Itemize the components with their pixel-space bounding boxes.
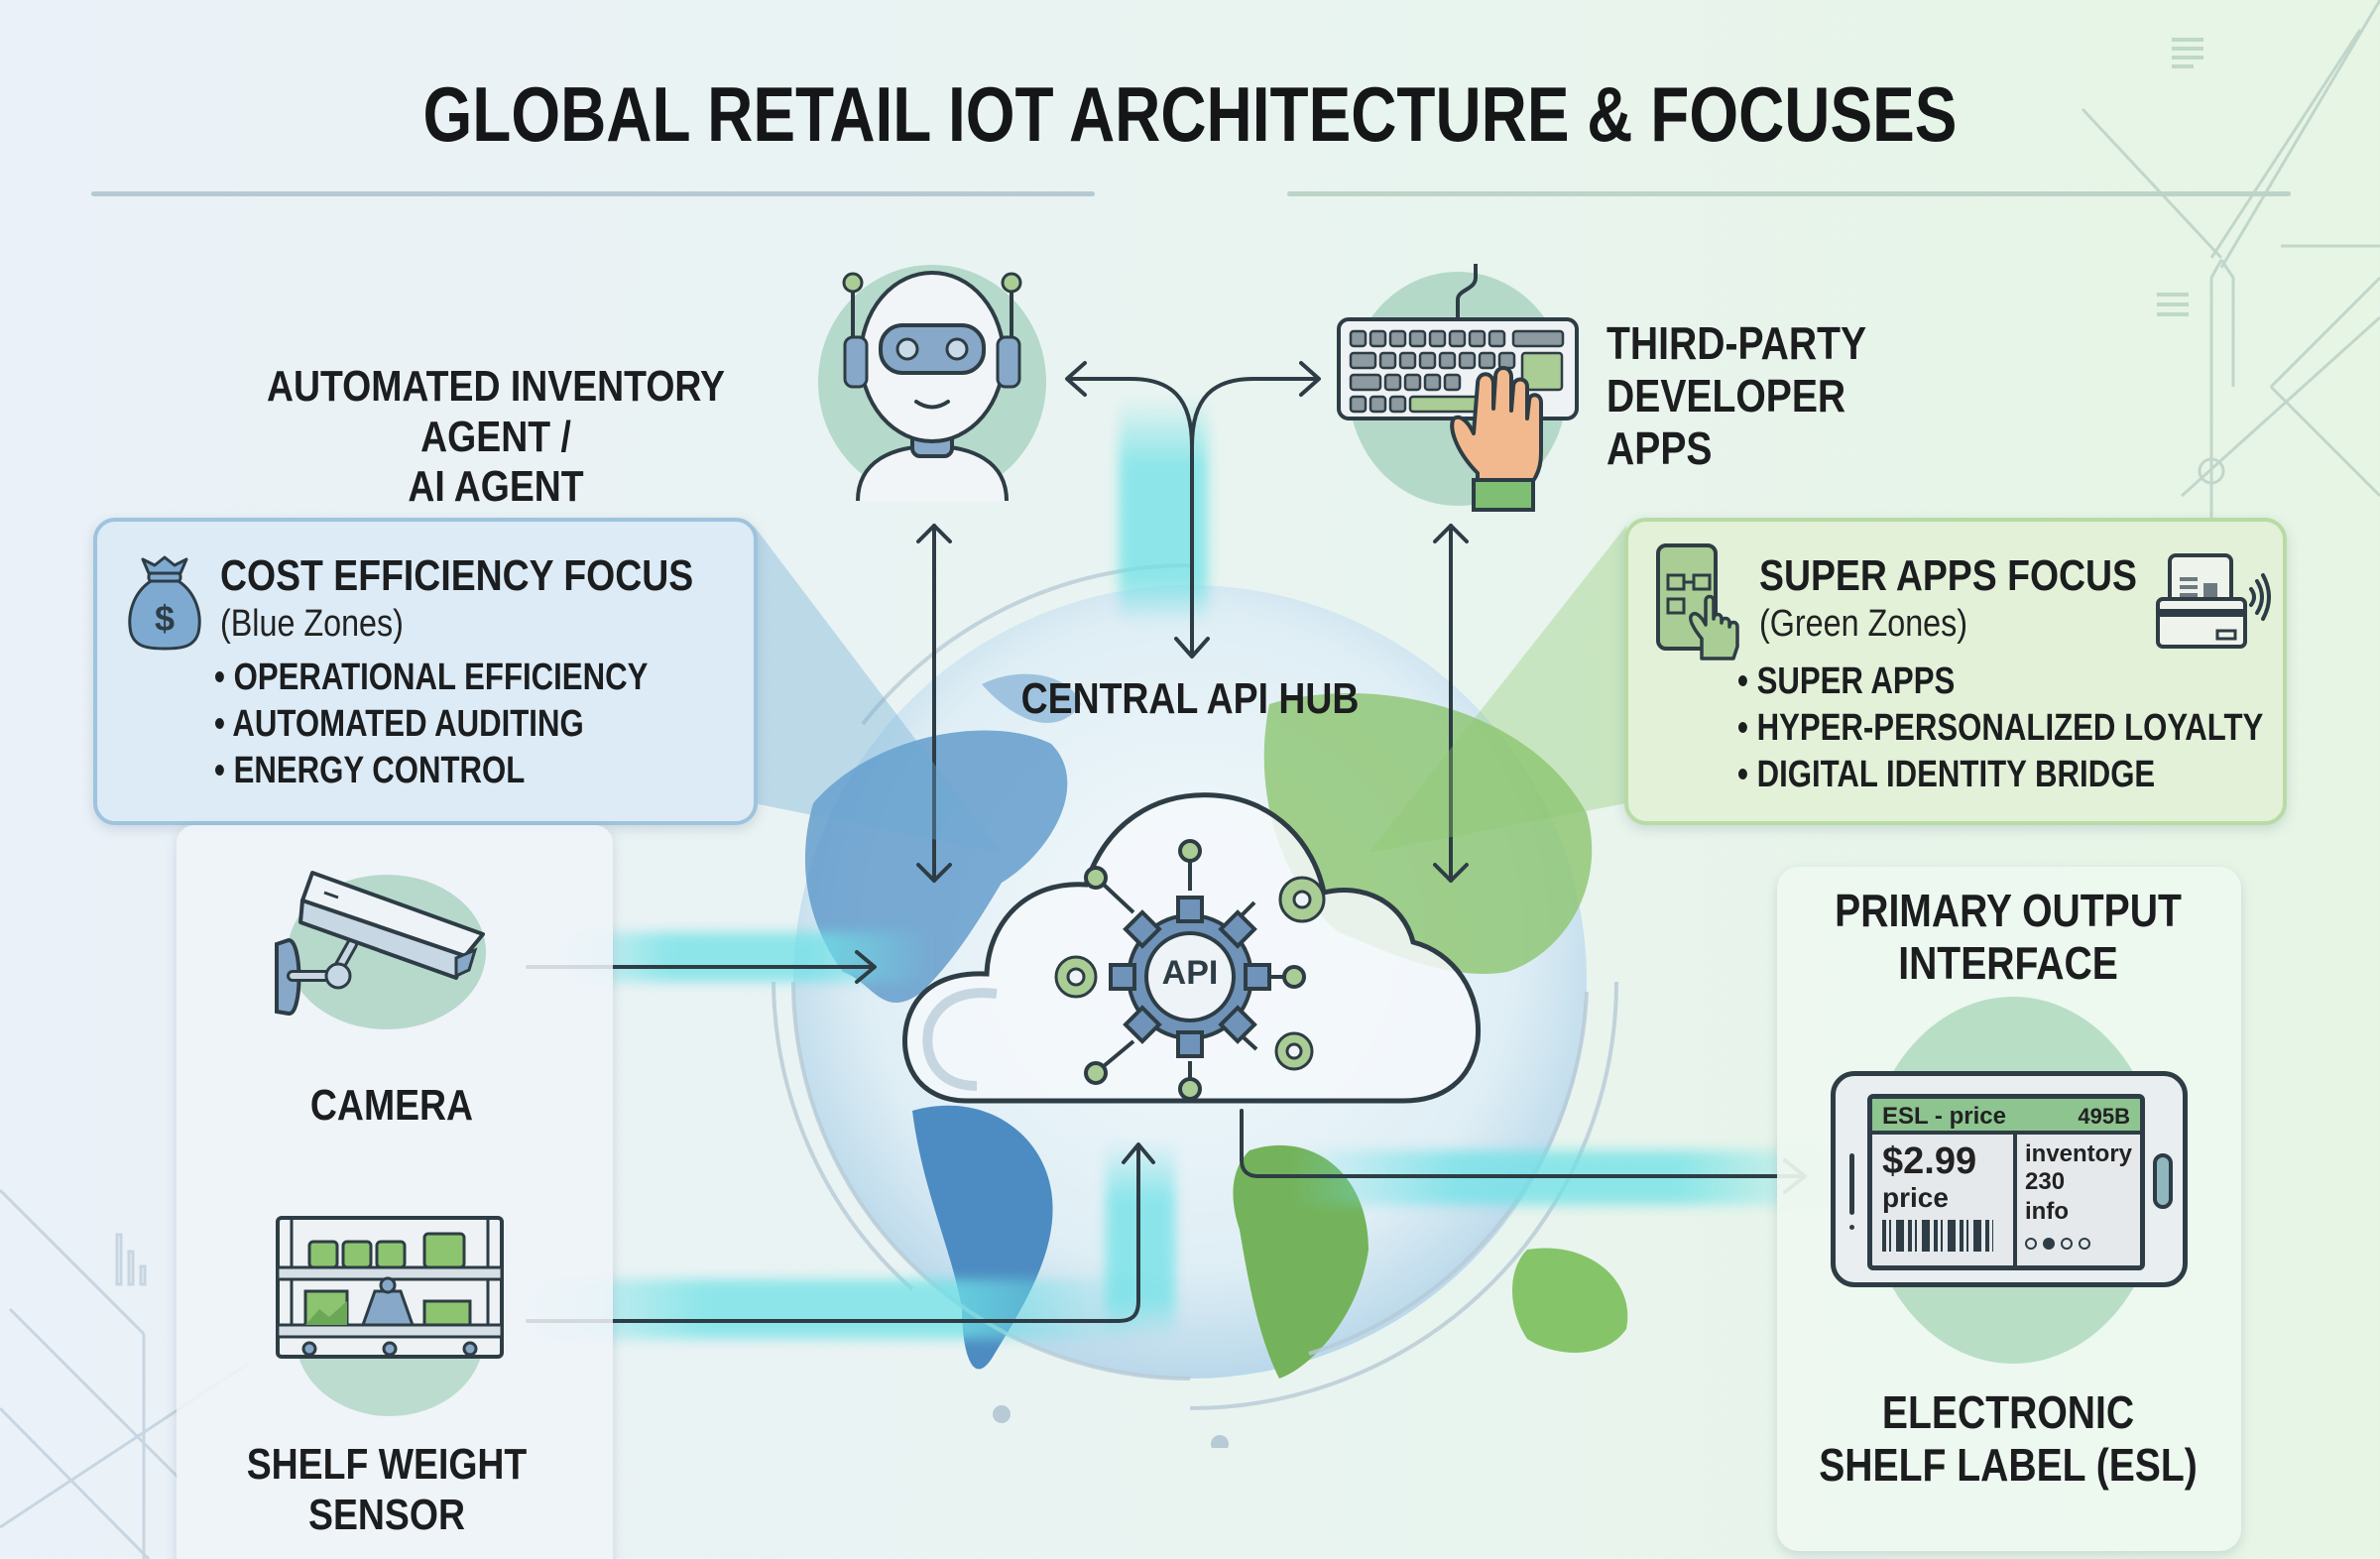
data-flow-glow-shelf [516,1279,1150,1339]
super-apps-panel-subtitle: (Green Zones) [1759,603,1968,645]
esl-label: ELECTRONIC SHELF LABEL (ESL) [1819,1386,2199,1492]
shelf-weight-icon[interactable] [276,1089,504,1426]
esl-header: ESL - price 495B [1872,1099,2140,1135]
esl-price-caption: price [1882,1182,1949,1213]
shelf-sensor-label: SHELF WEIGHT SENSOR [227,1440,547,1540]
title-rule-left [91,191,1095,196]
esl-price: $2.99 [1882,1140,1977,1182]
esl-inventory-value: 230 [2025,1168,2066,1195]
keyboard-hand-icon[interactable] [1329,260,1587,518]
robot-icon[interactable] [813,258,1051,506]
page-dot [2061,1238,2073,1250]
output-heading-line2: INTERFACE [1898,936,2118,989]
super-apps-panel-title: SUPER APPS FOCUS [1759,551,2137,600]
title-rule-right [1287,191,2291,196]
page-dot [2079,1238,2090,1250]
shelf-sensor-label-line2: SENSOR [308,1490,465,1539]
esl-device[interactable]: ESL - price 495B $2.99 price inventory 2… [1831,1071,2188,1287]
esl-side-slot [1849,1153,1854,1215]
ai-agent-label: AUTOMATED INVENTORY AGENT / AI AGENT [235,362,758,513]
ai-agent-label-line2: AI AGENT [408,462,584,512]
page-dot [2025,1238,2037,1250]
cost-item: OPERATIONAL EFFICIENCY [214,655,649,701]
money-bag-icon: $ [128,555,201,651]
security-camera-icon[interactable] [273,853,511,1051]
page-title: GLOBAL RETAIL IOT ARCHITECTURE & FOCUSES [422,70,1958,158]
third-party-label-line1: THIRD-PARTY [1606,317,1867,369]
page-dot-active [2043,1238,2055,1250]
esl-page-dots [2025,1238,2090,1250]
cost-panel-list: OPERATIONAL EFFICIENCY AUTOMATED AUDITIN… [214,655,743,794]
shelf-sensor-label-line1: SHELF WEIGHT [246,1440,528,1489]
esl-info-label: info [2025,1198,2069,1225]
esl-header-left: ESL - price [1882,1103,2006,1130]
super-apps-panel: SUPER APPS FOCUS (Green Zones) SUPER APP… [1624,518,2287,825]
cloud-gear-icon[interactable] [897,764,1492,1121]
super-apps-item: SUPER APPS [1737,659,2263,705]
super-apps-item: DIGITAL IDENTITY BRIDGE [1737,752,2263,798]
super-apps-item: HYPER-PERSONALIZED LOYALTY [1737,705,2264,752]
ai-agent-label-line1: AUTOMATED INVENTORY AGENT / [266,362,725,461]
barcode-icon [1882,1220,1993,1252]
third-party-label: THIRD-PARTY DEVELOPER APPS [1606,317,1961,475]
cost-item: ENERGY CONTROL [214,748,648,794]
camera-label: CAMERA [309,1081,474,1130]
esl-divider [2013,1135,2017,1265]
cost-panel-title: COST EFFICIENCY FOCUS [220,551,694,600]
esl-side-dot [1849,1225,1854,1230]
esl-side-button[interactable] [2153,1153,2173,1209]
api-badge: API [1161,954,1219,992]
phone-tap-icon [1656,543,1739,660]
contactless-card-icon [2156,553,2271,649]
super-apps-panel-list: SUPER APPS HYPER-PERSONALIZED LOYALTY DI… [1737,659,2379,798]
esl-label-line1: ELECTRONIC [1881,1386,2135,1438]
hub-label: CENTRAL API HUB [1020,674,1360,723]
esl-screen: ESL - price 495B $2.99 price inventory 2… [1867,1094,2145,1270]
cost-panel-subtitle: (Blue Zones) [220,603,404,645]
third-party-label-line2: DEVELOPER APPS [1606,369,1846,474]
esl-inventory-label: inventory [2025,1140,2133,1167]
output-heading: PRIMARY OUTPUT INTERFACE [1819,885,2199,990]
output-heading-line1: PRIMARY OUTPUT [1835,885,2182,936]
cost-item: AUTOMATED AUDITING [214,701,648,748]
cost-efficiency-panel: $ COST EFFICIENCY FOCUS (Blue Zones) OPE… [93,518,758,825]
esl-label-line2: SHELF LABEL (ESL) [1819,1438,2198,1491]
esl-header-right: 495B [2078,1104,2130,1129]
svg-text:$: $ [155,598,175,639]
